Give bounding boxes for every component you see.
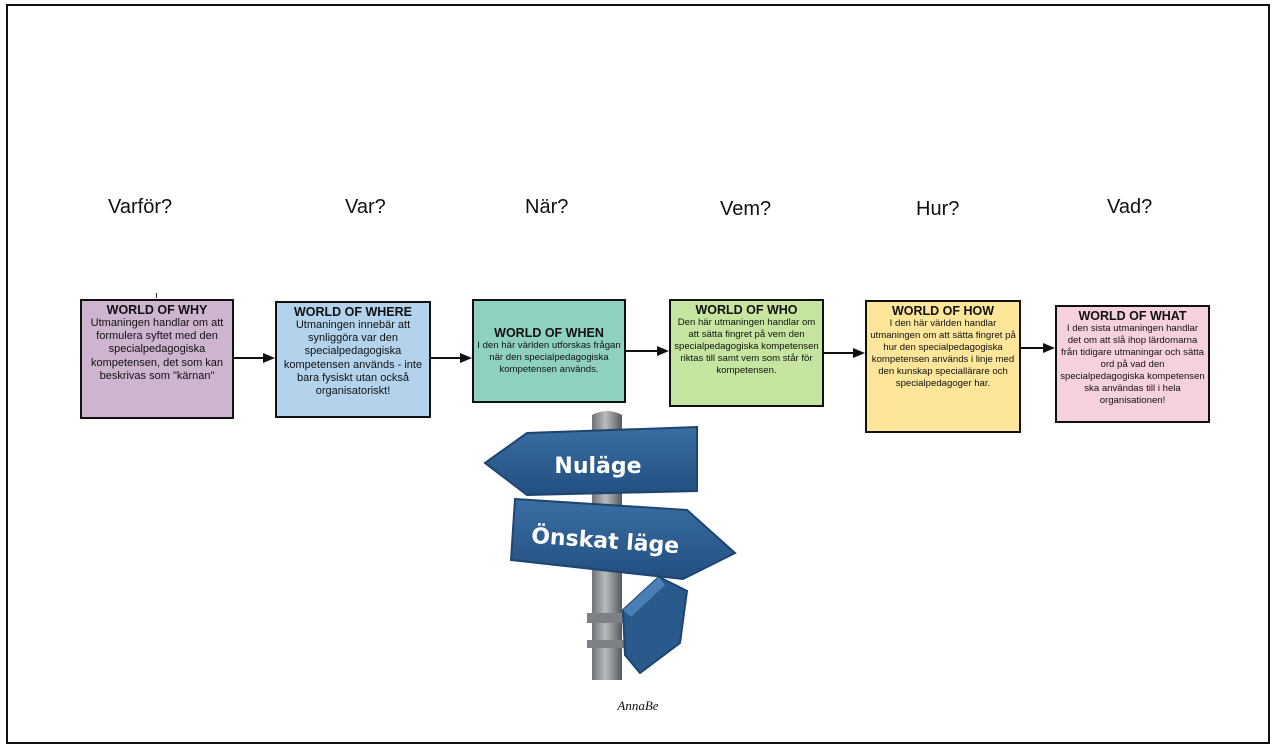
question-when: När? [525,196,569,218]
question-who: Vem? [720,198,772,220]
world-who-text: Den här utmaningen handlar om att sätta … [674,317,819,376]
world-who-title: WORLD OF WHO [695,303,798,317]
world-when-box: WORLD OF WHEN I den här världen utforska… [472,299,626,403]
world-what-box: WORLD OF WHAT I den sista utmaningen han… [1055,305,1210,423]
world-how-text: I den här världen handlar utmaningen om … [870,318,1016,389]
world-how-box: WORLD OF HOW I den här världen handlar u… [865,300,1021,433]
arrow-why-where [234,353,275,363]
world-when-title: WORLD OF WHEN [494,326,604,340]
question-what: Vad? [1107,196,1153,218]
signpost-illustration: Nuläge Önskat läge [475,405,745,680]
world-what-title: WORLD OF WHAT [1078,309,1187,323]
tick-mark [156,293,157,298]
world-when-text: I den här världen utforskas frågan när d… [477,340,621,375]
question-why: Varför? [108,196,173,218]
footer-credit: AnnaBe [617,698,659,713]
sign-onskat-lage [509,497,737,581]
world-where-title: WORLD OF WHERE [293,305,413,319]
world-why-text: Utmaningen handlar om att formulera syft… [90,317,224,382]
world-who-box: WORLD OF WHO Den här utmaningen handlar … [669,299,824,407]
world-why-title: WORLD OF WHY [106,303,208,317]
world-what-text: I den sista utmaningen handlar det om at… [1060,323,1205,406]
world-where-box: WORLD OF WHERE Utmaningen innebär att sy… [275,301,431,418]
question-how: Hur? [916,198,960,220]
arrow-who-how [824,348,865,358]
world-why-box: WORLD OF WHY Utmaningen handlar om att f… [80,299,234,419]
arrow-where-when [431,353,472,363]
world-where-text: Utmaningen innebär att synliggöra var de… [283,319,423,398]
arrow-how-what [1021,343,1055,353]
sign-nulage-label: Nuläge [554,454,641,479]
question-where: Var? [345,196,386,218]
world-how-title: WORLD OF HOW [891,304,995,318]
sign-nulage [483,425,698,497]
arrow-when-who [626,346,669,356]
